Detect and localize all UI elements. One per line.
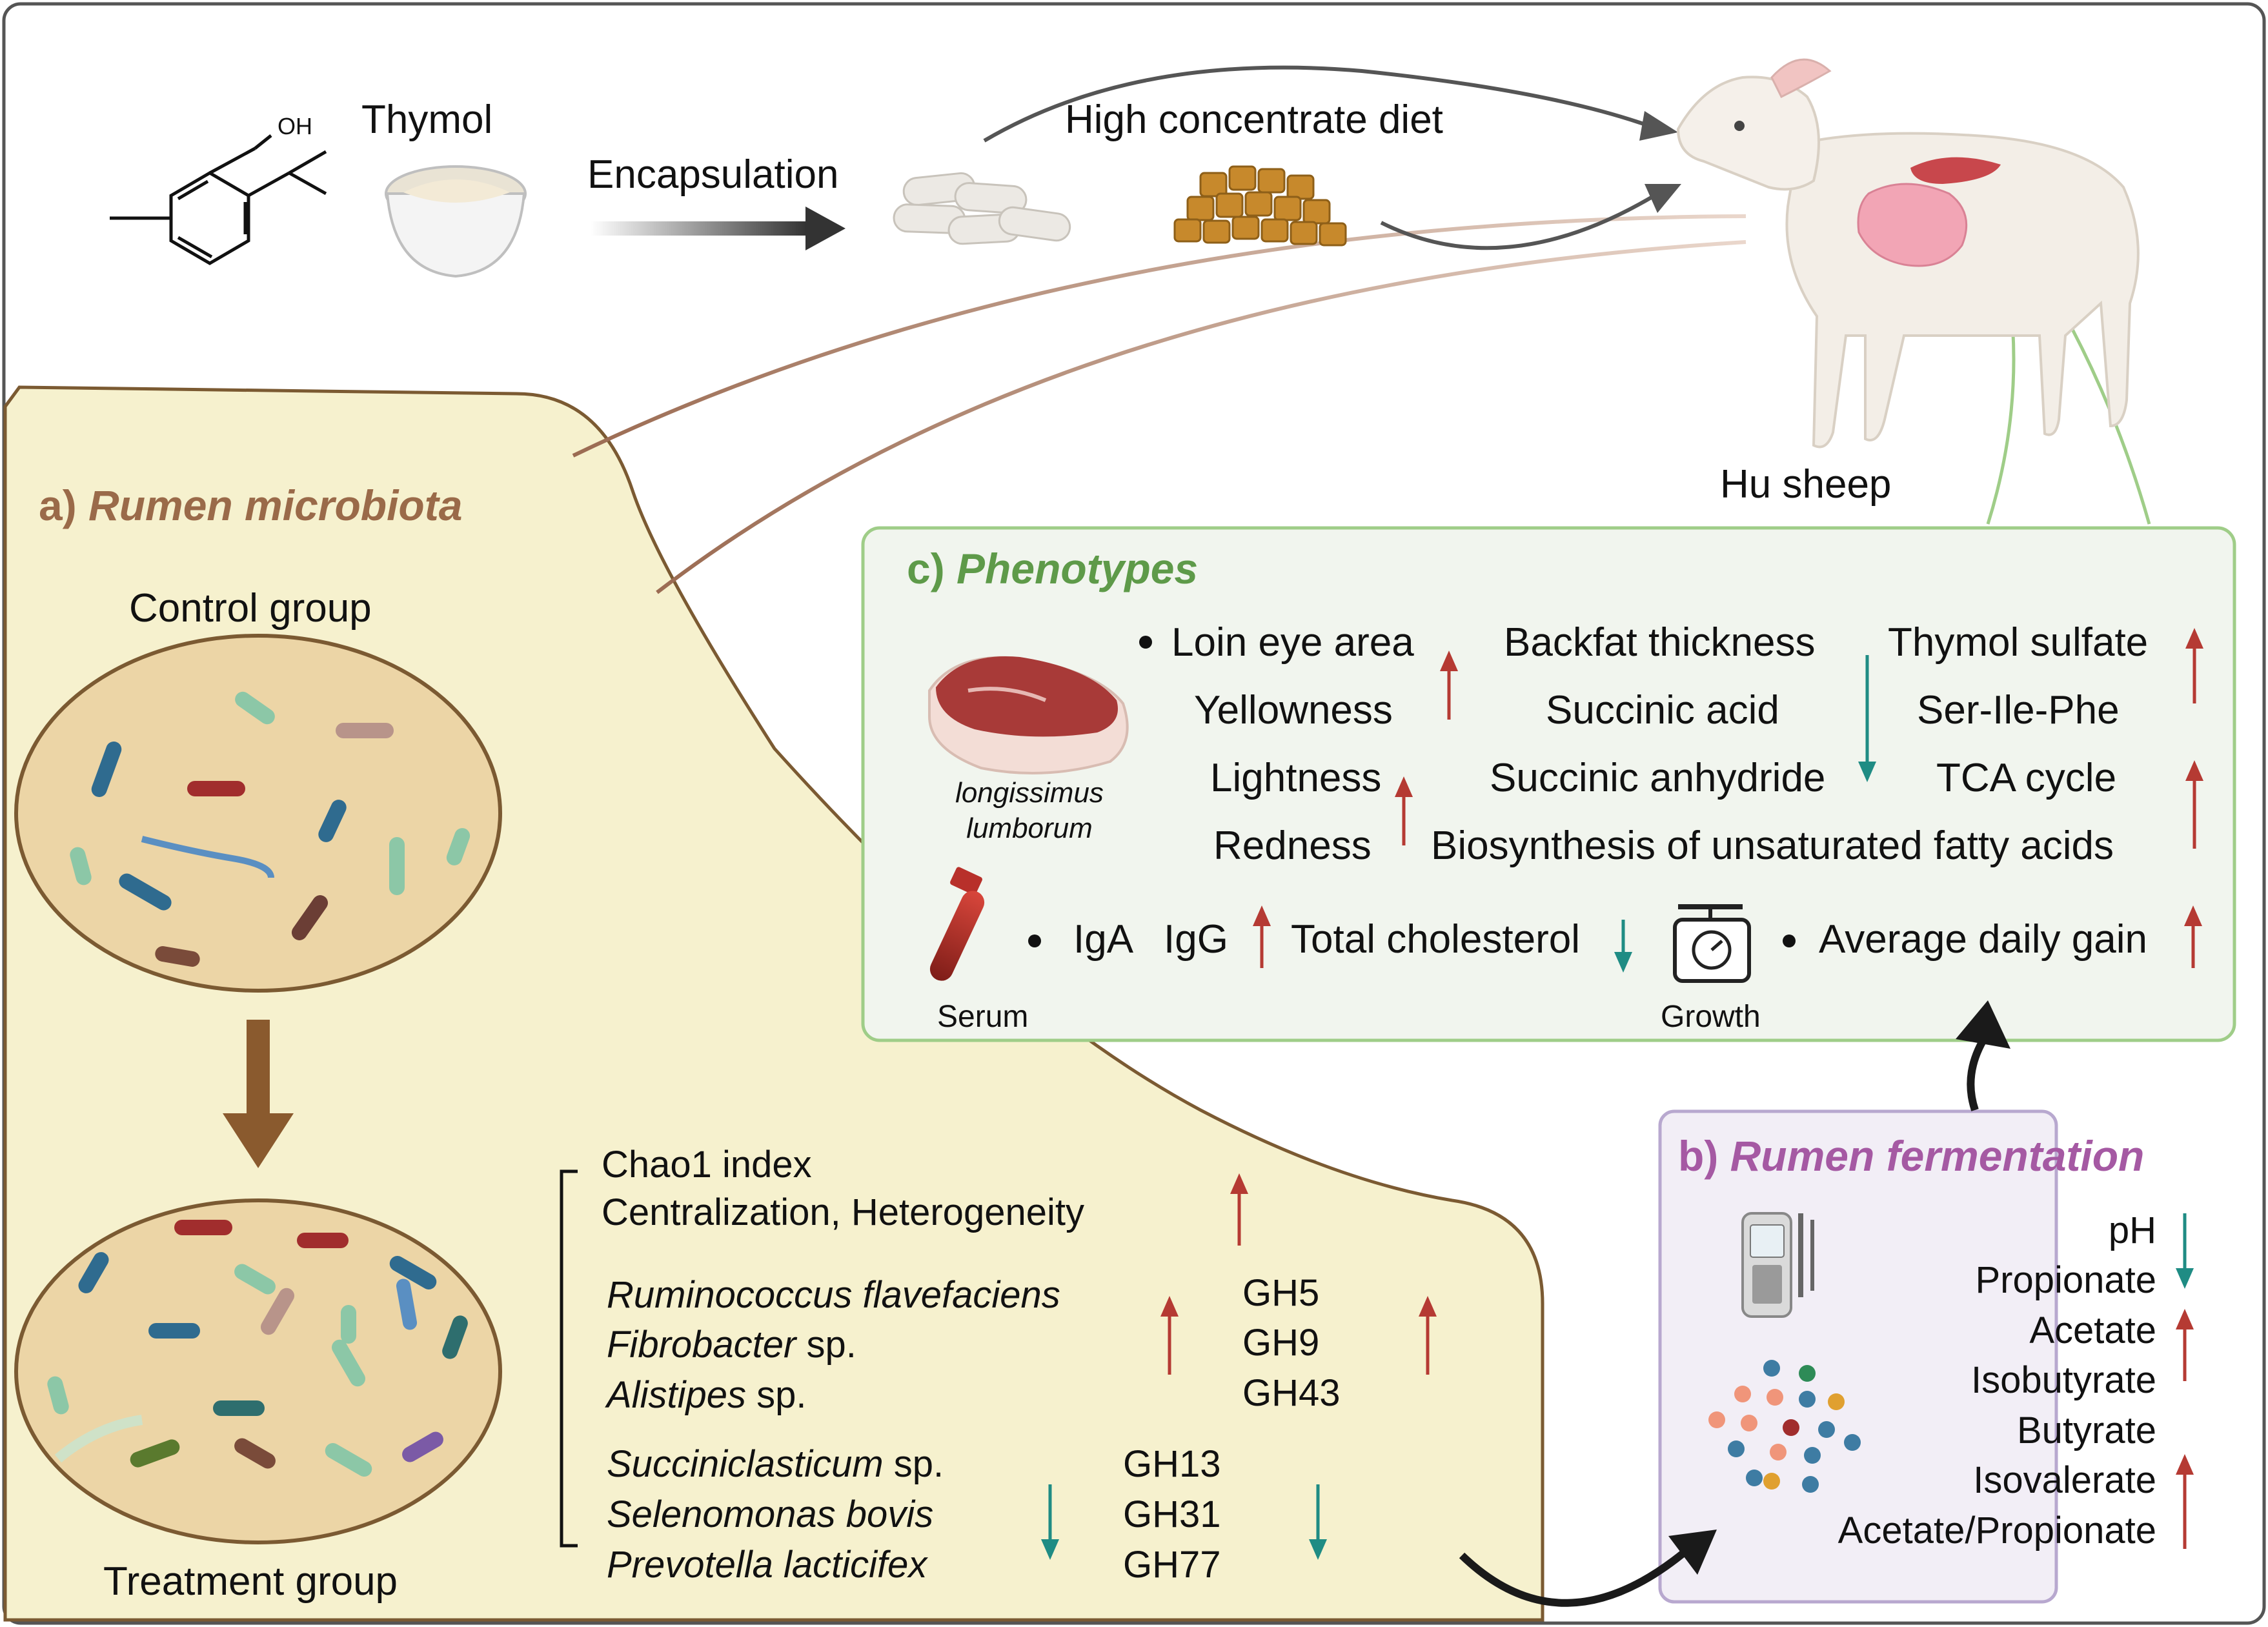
growth-adg: Average daily gain xyxy=(1819,917,2147,962)
phenotype-yellowness: Yellowness xyxy=(1194,688,1393,733)
taxon-up-1: Ruminococcus flavefaciens xyxy=(607,1274,1060,1316)
diet-arrow-top-head xyxy=(1639,111,1678,141)
powder-bowl-icon xyxy=(385,165,527,278)
hydroxyl-label: OH xyxy=(278,113,312,139)
serum-iga: IgA xyxy=(1073,917,1134,962)
panel-c-title: Phenotypes xyxy=(957,545,1199,592)
taxon-up-2: Fibrobacter sp. xyxy=(607,1324,856,1366)
fermentation-item-5: Butyrate xyxy=(2017,1410,2156,1451)
panel-a-title: Rumen microbiota xyxy=(88,481,463,529)
serum-total-cholesterol: Total cholesterol xyxy=(1291,917,1581,962)
blood-tube-icon xyxy=(929,867,985,981)
phenotype-succinic-anhydride: Succinic anhydride xyxy=(1490,756,1826,800)
control-to-treatment-arrow xyxy=(223,1020,294,1168)
gh-up-3: GH43 xyxy=(1242,1372,1341,1414)
phenotype-thymol-sulfate: Thymol sulfate xyxy=(1888,620,2149,665)
serum-label: Serum xyxy=(937,1000,1029,1034)
panel-c-box xyxy=(861,526,2236,1042)
bracket-line xyxy=(560,1169,578,1548)
connector-line-a1 xyxy=(572,214,1747,458)
thymol-molecule-icon xyxy=(110,134,327,265)
phenotype-ser-ile-phe: Ser-Ile-Phe xyxy=(1917,688,2120,733)
fermentation-item-1: pH xyxy=(2108,1209,2156,1251)
growth-label: Growth xyxy=(1661,1000,1761,1034)
meat-steak-icon xyxy=(928,656,1129,774)
sheep-label: Hu sheep xyxy=(1720,462,1892,507)
thymol-label: Thymol xyxy=(361,97,493,142)
treatment-group-culture-icon xyxy=(14,1198,502,1544)
taxon-down-3: Prevotella lacticifex xyxy=(607,1544,927,1586)
fermentation-item-3: Acetate xyxy=(2029,1309,2156,1351)
arrow-a-to-b-head xyxy=(1668,1530,1717,1575)
weighing-scale-icon xyxy=(1673,904,1751,983)
meat-label-line2: lumborum xyxy=(966,813,1093,844)
fermentation-item-4: Isobutyrate xyxy=(1971,1359,2156,1401)
phenotype-redness: Redness xyxy=(1213,824,1372,868)
diversity-chao1: Chao1 index xyxy=(602,1144,812,1186)
connector-line-a2 xyxy=(656,240,1747,594)
taxon-down-1: Succiniclasticum sp. xyxy=(607,1443,944,1485)
taxon-down-2: Selenomonas bovis xyxy=(607,1493,934,1535)
vfa-molecules-icon xyxy=(1708,1360,1861,1493)
control-group-label: Control group xyxy=(129,586,372,631)
indicator-arrows xyxy=(1041,628,2203,1560)
gh-up-2: GH9 xyxy=(1242,1322,1320,1364)
diet-arrow-bottom xyxy=(1380,195,1654,250)
arrow-a-to-b xyxy=(1459,1549,1687,1607)
panel-b-letter: b) xyxy=(1678,1132,1719,1180)
phenotype-backfat: Backfat thickness xyxy=(1504,620,1816,665)
panel-c-letter: c) xyxy=(907,545,945,592)
concentrate-pellets-icon xyxy=(1173,165,1347,247)
gh-down-2: GH31 xyxy=(1123,1493,1221,1535)
phenotype-tca-cycle: TCA cycle xyxy=(1936,756,2117,800)
fermentation-item-6: Isovalerate xyxy=(1973,1459,2156,1501)
treatment-group-label: Treatment group xyxy=(103,1559,398,1604)
panel-a-heading: a) Rumen microbiota xyxy=(39,484,462,527)
diet-arrow-top xyxy=(983,65,1650,143)
encapsulation-label: Encapsulation xyxy=(587,152,839,197)
taxon-up-3: Alistipes sp. xyxy=(607,1374,807,1416)
gh-down-1: GH13 xyxy=(1123,1443,1221,1485)
fermentation-item-7: Acetate/Propionate xyxy=(1838,1510,2156,1551)
gh-up-1: GH5 xyxy=(1242,1272,1320,1314)
control-group-culture-icon xyxy=(14,634,502,993)
phenotype-succinic-acid: Succinic acid xyxy=(1546,688,1779,733)
gh-down-3: GH77 xyxy=(1123,1544,1221,1586)
phenotype-biosynthesis: Biosynthesis of unsaturated fatty acids xyxy=(1431,824,2114,868)
capsules-icon xyxy=(893,172,1071,245)
diet-label: High concentrate diet xyxy=(1065,97,1443,142)
panel-c-heading: c) Phenotypes xyxy=(907,547,1198,590)
fermentation-item-2: Propionate xyxy=(1975,1259,2156,1301)
panel-a-letter: a) xyxy=(39,481,77,529)
meat-label-line1: longissimus xyxy=(955,777,1104,809)
panel-b-heading: b) Rumen fermentation xyxy=(1678,1135,2144,1177)
bullets xyxy=(1028,636,1796,947)
phenotype-lightness: Lightness xyxy=(1210,756,1382,800)
sheep-icon xyxy=(1676,58,2140,449)
phenotype-loin-eye: Loin eye area xyxy=(1171,620,1414,665)
diversity-centralization: Centralization, Heterogeneity xyxy=(602,1191,1084,1233)
diet-arrow-bottom-head xyxy=(1645,184,1681,213)
encapsulation-arrow xyxy=(591,207,845,250)
serum-igg: IgG xyxy=(1164,917,1228,962)
arrow-b-to-c-head xyxy=(1956,1000,2010,1049)
panel-b-title: Rumen fermentation xyxy=(1730,1132,2145,1180)
ph-meter-icon xyxy=(1741,1212,1814,1318)
